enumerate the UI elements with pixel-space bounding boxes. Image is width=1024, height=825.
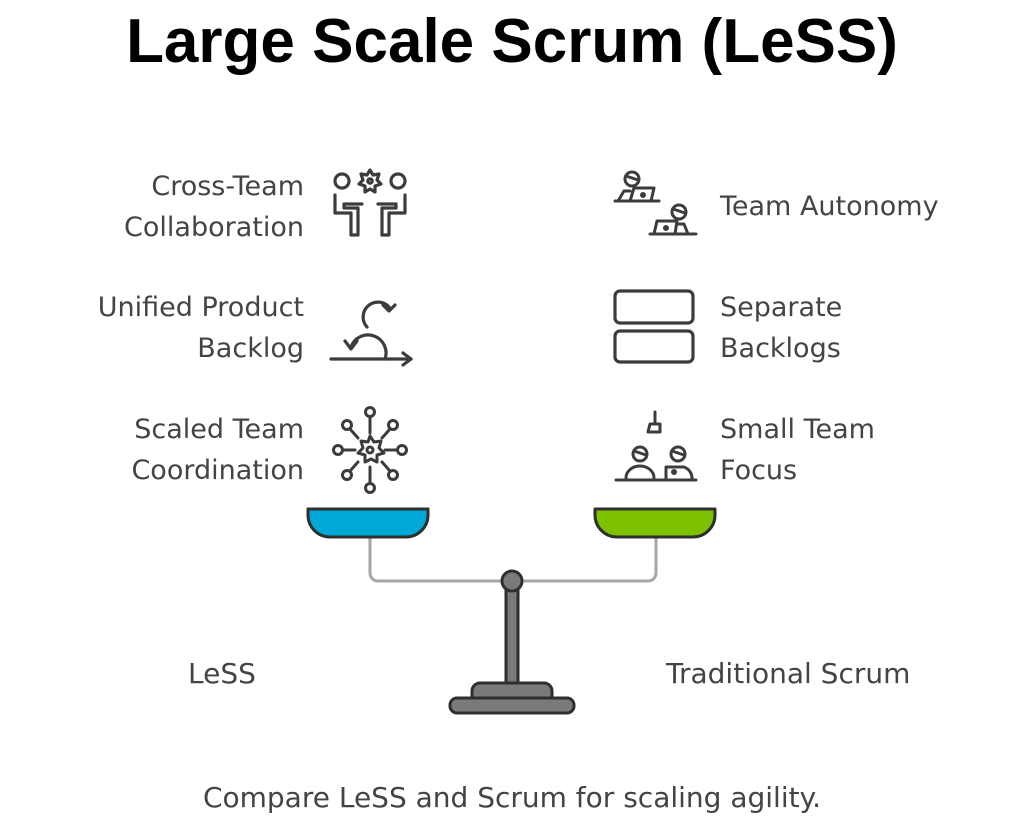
- left-item-3-label: Scaled Team Coordination: [131, 409, 304, 491]
- right-item-2-label: Separate Backlogs: [720, 287, 842, 369]
- left-item-2-label: Unified Product Backlog: [98, 287, 304, 369]
- left-item-1-line2: Collaboration: [124, 212, 304, 243]
- left-item-1-line1: Cross-Team: [151, 171, 304, 202]
- left-item-2-line2: Backlog: [197, 333, 304, 364]
- right-item-3-label: Small Team Focus: [720, 409, 875, 491]
- caption: Compare LeSS and Scrum for scaling agili…: [202, 781, 822, 814]
- right-item-2-line1: Separate: [720, 292, 843, 323]
- right-item-3-line1: Small Team: [720, 414, 875, 445]
- small-team-icon: [612, 408, 702, 488]
- left-item-3-line2: Coordination: [131, 455, 304, 486]
- right-item-2-line2: Backlogs: [720, 333, 841, 364]
- left-item-1-label: Cross-Team Collaboration: [124, 166, 304, 248]
- page-title: Large Scale Scrum (LeSS): [126, 7, 898, 76]
- less-side-label: LeSS: [188, 657, 256, 690]
- right-item-1-label: Team Autonomy: [720, 186, 939, 227]
- scrum-side-label: Traditional Scrum: [666, 657, 911, 690]
- left-item-3-line1: Scaled Team: [134, 414, 304, 445]
- right-pan: [593, 507, 717, 539]
- network-gear-icon: [325, 403, 415, 498]
- left-pan: [306, 507, 430, 539]
- laptop-workers-icon: [612, 168, 702, 240]
- collaboration-icon: [325, 165, 415, 245]
- stacked-boxes-icon: [612, 288, 696, 364]
- scale-stand: [448, 569, 576, 715]
- right-item-3-line2: Focus: [720, 455, 798, 486]
- left-item-2-line1: Unified Product: [97, 292, 304, 323]
- loop-arrow-icon: [325, 283, 415, 368]
- right-item-1-line1: Team Autonomy: [720, 191, 939, 222]
- balance-scale: [290, 495, 730, 730]
